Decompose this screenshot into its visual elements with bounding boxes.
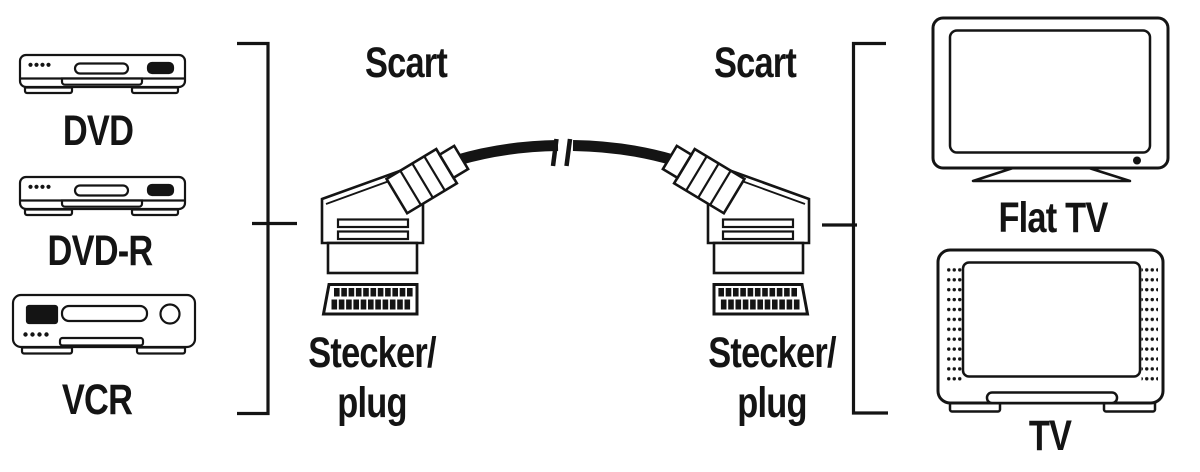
vcr-icon <box>11 293 197 355</box>
label-dvd-r: DVD-R <box>47 227 154 275</box>
label-dvd: DVD <box>62 107 134 155</box>
label-plug-left: Stecker/ plug <box>308 328 436 428</box>
crt-tv-icon <box>936 248 1165 413</box>
dvd-recorder-icon <box>18 175 187 217</box>
right-bracket <box>822 41 888 415</box>
label-vcr: VCR <box>61 376 133 424</box>
label-flat-tv: Flat TV <box>998 194 1108 242</box>
scart-plug-left <box>322 140 558 314</box>
label-plug-right-line1: Stecker/ <box>708 329 836 377</box>
label-plug-left-line2: plug <box>337 379 407 427</box>
label-plug-right-line2: plug <box>737 379 807 427</box>
cable-break-marks <box>550 138 573 167</box>
scart-plug-right <box>573 140 809 314</box>
label-scart-right: Scart <box>713 39 797 87</box>
dvd-player-icon <box>18 53 187 95</box>
label-tv: TV <box>1028 412 1072 460</box>
label-plug-left-line1: Stecker/ <box>308 329 436 377</box>
label-plug-right: Stecker/ plug <box>708 328 836 428</box>
flat-tv-icon <box>931 16 1170 183</box>
left-bracket <box>237 41 297 416</box>
label-scart-left: Scart <box>364 39 448 87</box>
